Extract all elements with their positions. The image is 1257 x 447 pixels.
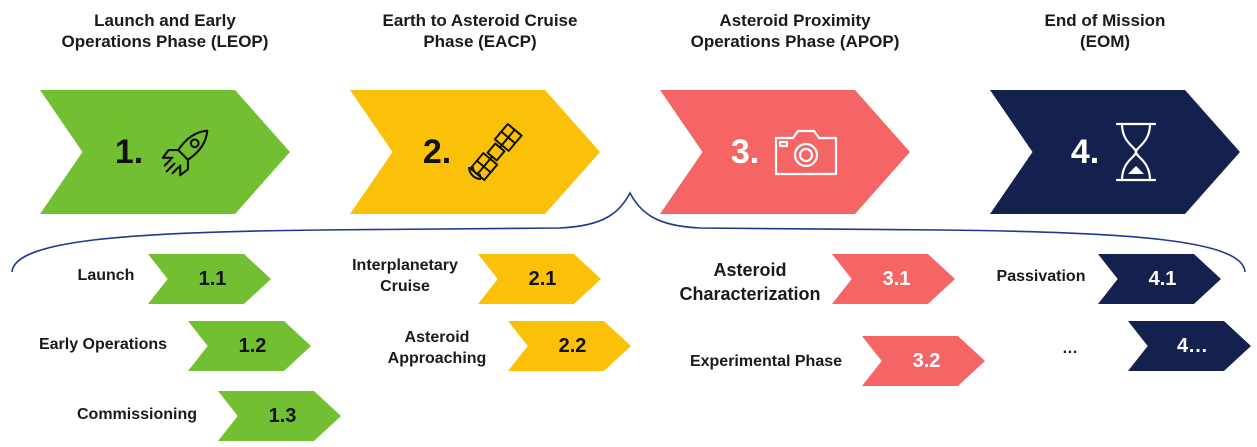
subphase-chevron-4-more: 4… bbox=[1128, 321, 1251, 371]
subphase-number-3-2: 3.2 bbox=[912, 349, 941, 372]
subphase-label-commissioning: Commissioning bbox=[76, 406, 197, 423]
phase-title-leop: Launch and Early Operations Phase (LEOP) bbox=[61, 11, 269, 51]
satellite-icon bbox=[468, 122, 523, 182]
subphase-chevron-2-1: 2.1 bbox=[478, 254, 601, 304]
subphase-label-early-operations: Early Operations bbox=[38, 336, 168, 353]
phase-number-eom: 4. bbox=[1070, 132, 1100, 171]
phase-chevron-eacp: 2. bbox=[350, 90, 600, 214]
subphase-number-3-1: 3.1 bbox=[882, 267, 911, 290]
subphase-label-more: … bbox=[1062, 340, 1078, 357]
subphase-number-4-1: 4.1 bbox=[1148, 267, 1177, 290]
subphase-chevron-1-1: 1.1 bbox=[148, 254, 271, 304]
subphase-number-1-3: 1.3 bbox=[268, 404, 297, 427]
phase-title-apop: Asteroid Proximity Operations Phase (APO… bbox=[690, 11, 900, 51]
subphase-number-2-1: 2.1 bbox=[528, 267, 557, 290]
subphase-number-1-1: 1.1 bbox=[198, 267, 227, 290]
subphase-chevron-4-1: 4.1 bbox=[1098, 254, 1221, 304]
subphase-label-experimental-phase: Experimental Phase bbox=[689, 353, 843, 370]
phase-title-eacp: Earth to Asteroid Cruise Phase (EACP) bbox=[382, 11, 578, 51]
subphase-number-2-2: 2.2 bbox=[558, 334, 587, 357]
subphase-label-launch: Launch bbox=[77, 267, 135, 284]
subphase-number-4-more: 4… bbox=[1176, 334, 1209, 357]
subphase-chevron-3-1: 3.1 bbox=[832, 254, 955, 304]
phase-number-leop: 1. bbox=[114, 132, 144, 171]
subphase-chevron-1-3: 1.3 bbox=[218, 391, 341, 441]
phase-title-eom: End of Mission (EOM) bbox=[1044, 11, 1166, 51]
subphase-chevron-3-2: 3.2 bbox=[862, 336, 985, 386]
subphase-label-asteroid-characterization: Asteroid Characterization bbox=[679, 260, 821, 304]
subphase-chevron-1-2: 1.2 bbox=[188, 321, 311, 371]
hourglass-icon bbox=[1116, 122, 1157, 182]
camera-icon bbox=[775, 129, 838, 176]
subphase-label-asteroid-approaching: Asteroid Approaching bbox=[387, 329, 487, 367]
rocket-icon bbox=[161, 129, 209, 177]
subphase-label-passivation: Passivation bbox=[996, 268, 1086, 285]
phase-number-apop: 3. bbox=[730, 132, 760, 171]
subphase-label-interplanetary-cruise: Interplanetary Cruise bbox=[352, 257, 458, 295]
subphase-number-1-2: 1.2 bbox=[238, 334, 267, 357]
subphase-chevron-2-2: 2.2 bbox=[508, 321, 631, 371]
phase-number-eacp: 2. bbox=[422, 132, 452, 171]
